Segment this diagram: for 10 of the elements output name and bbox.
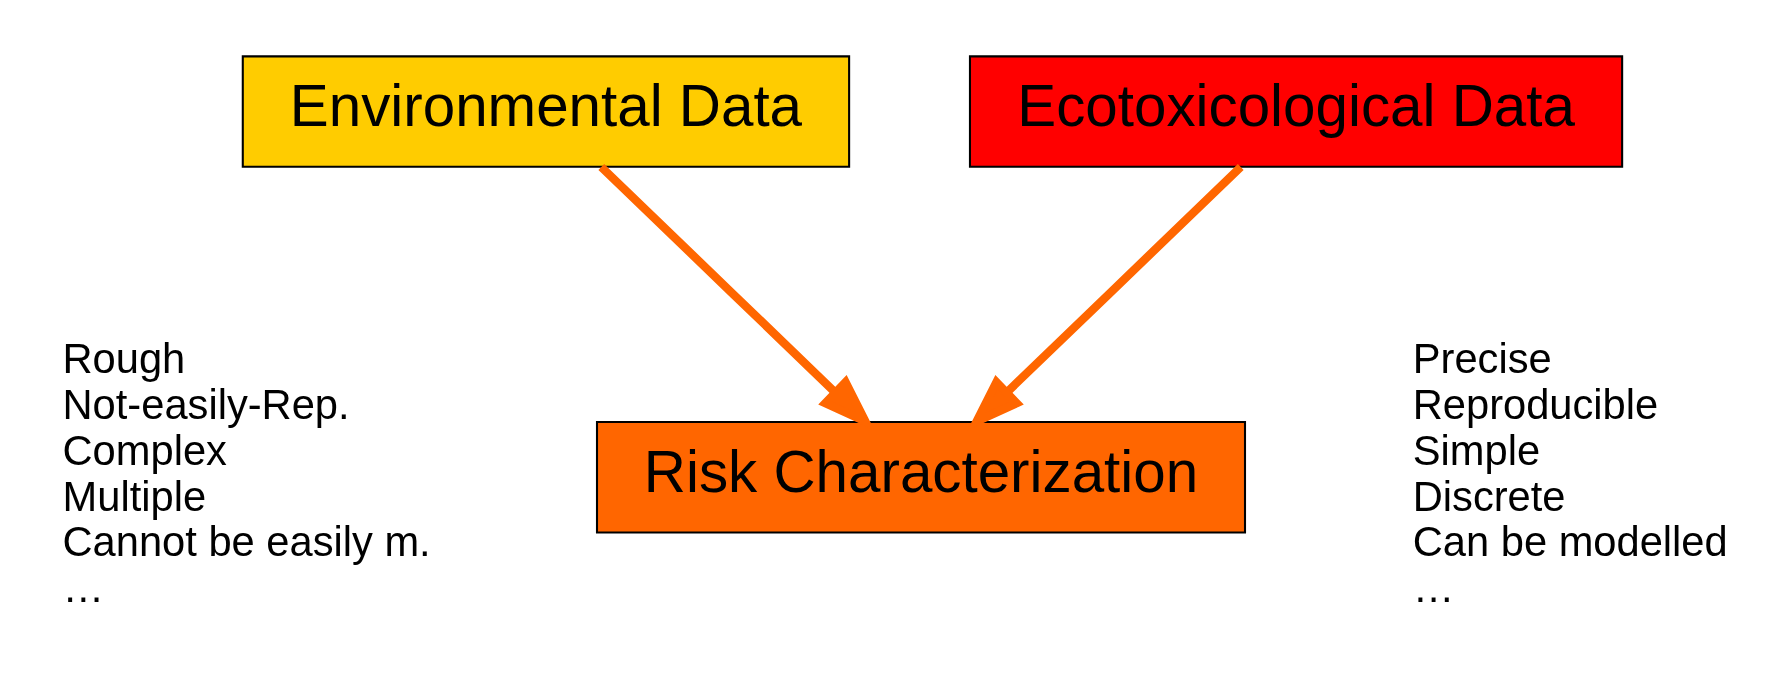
label: Precise — [1412, 335, 1552, 383]
label: Complex — [62, 426, 227, 474]
node-box: Ecotoxicological Data — [968, 55, 1624, 168]
label: Rough — [62, 335, 186, 383]
node-box: Environmental Data — [241, 55, 851, 168]
node-box: Risk Characterization — [595, 420, 1247, 534]
label: … — [62, 564, 105, 612]
label: … — [1412, 564, 1455, 612]
label: Can be modelled — [1412, 518, 1728, 566]
label: Reproducible — [1412, 380, 1659, 428]
